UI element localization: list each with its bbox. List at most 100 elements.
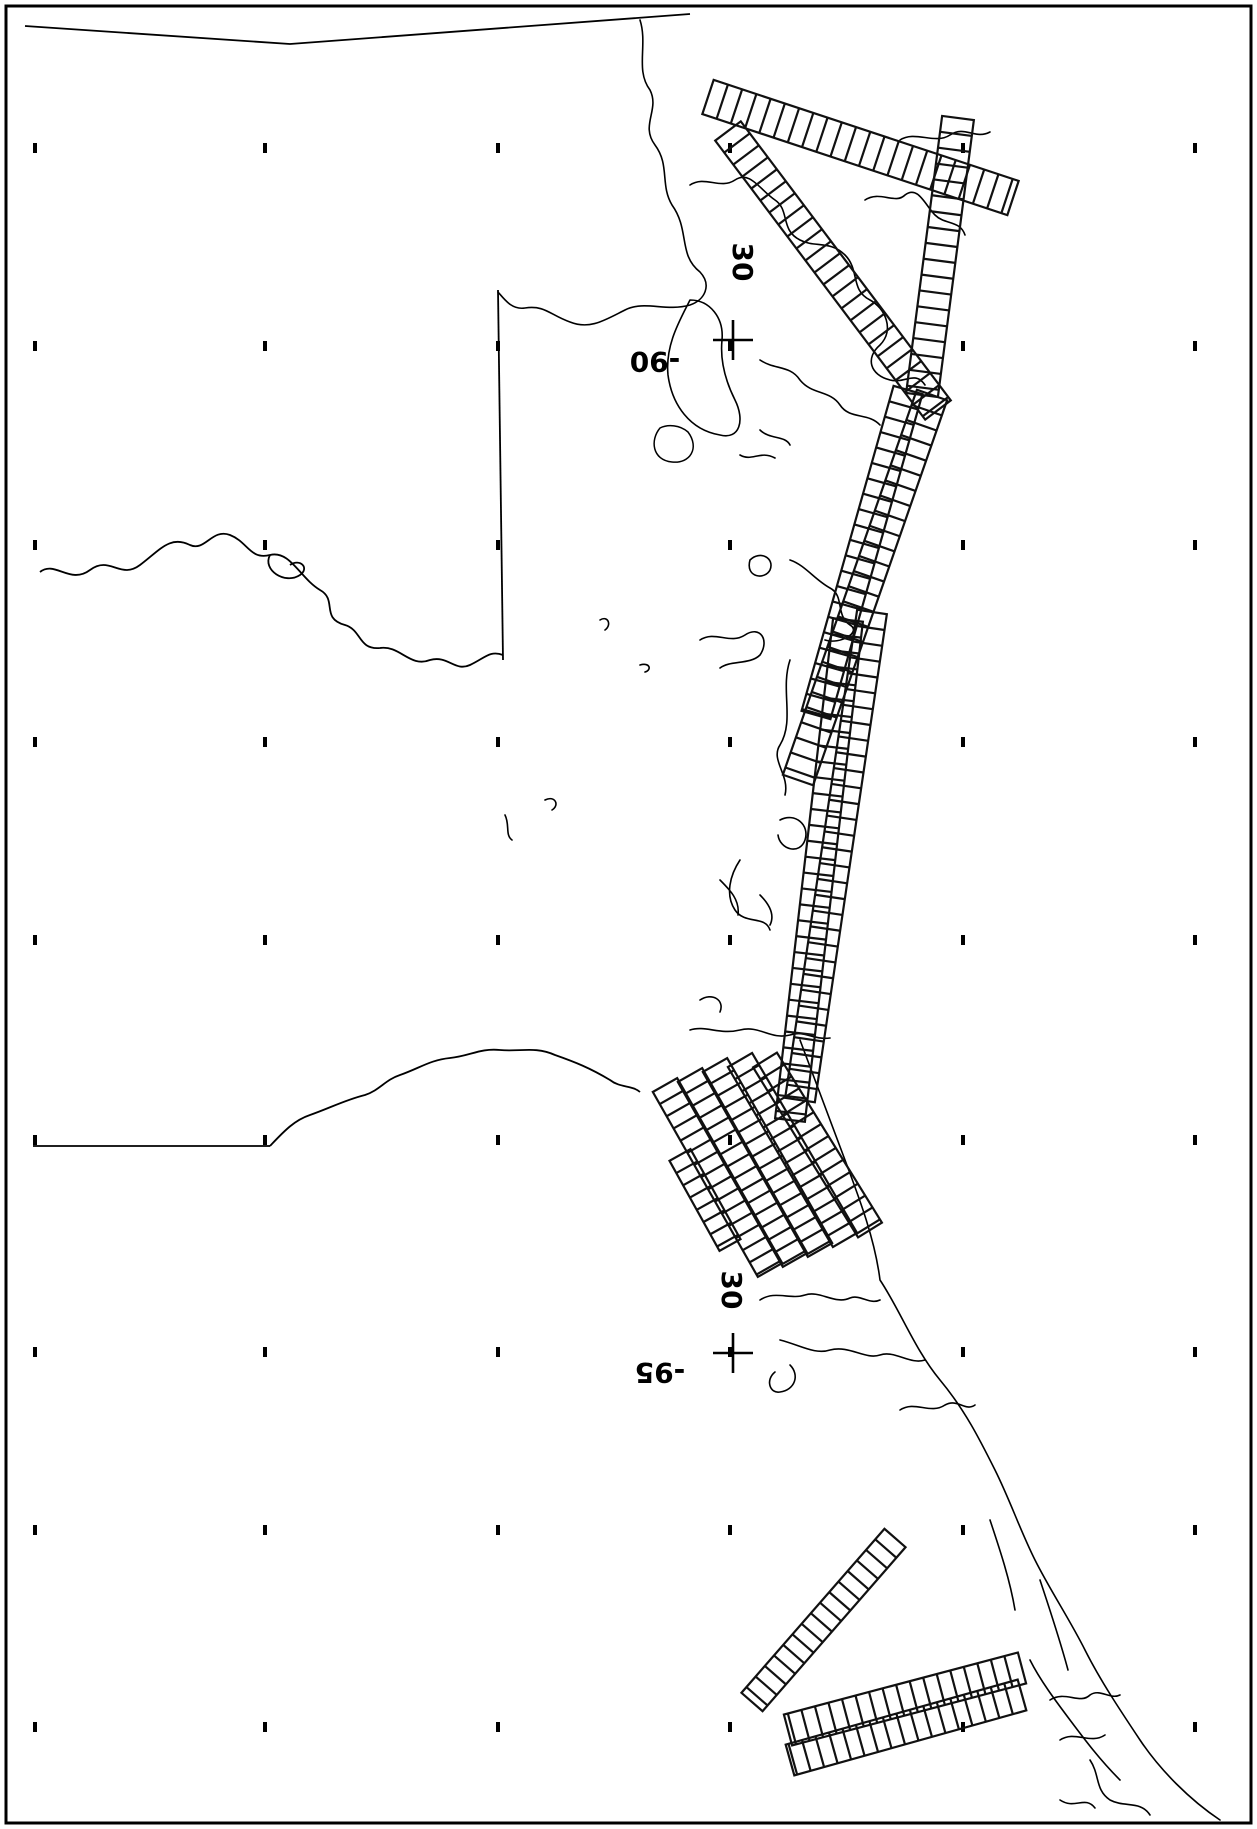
swath-cell-divider <box>962 1694 974 1726</box>
swath-cell-divider <box>829 648 860 655</box>
swath-cell-divider <box>939 130 972 138</box>
swath-cell-divider <box>935 1701 947 1734</box>
grid-tick <box>496 1722 500 1732</box>
swath-cell-divider <box>849 656 880 663</box>
swath-cell-divider <box>793 1036 824 1043</box>
swath-cell-divider <box>813 252 841 274</box>
swath-cell-divider <box>832 600 862 611</box>
swath-cell-divider <box>827 1702 838 1734</box>
swath-cell-divider <box>840 288 868 310</box>
swath-cell-divider <box>800 1709 811 1742</box>
delta-coast-3 <box>864 191 966 236</box>
swath-outline <box>800 384 924 721</box>
grid-tick <box>496 143 500 153</box>
swath-cell-divider <box>682 1172 705 1187</box>
swath-cell-divider <box>914 150 929 186</box>
bay-coast-1 <box>759 1293 881 1303</box>
swath-cell-divider <box>836 584 867 596</box>
swath-cell-divider <box>820 728 851 735</box>
swath-cell-divider <box>853 570 885 583</box>
swath-cell-divider <box>804 240 832 262</box>
barrier-island-2 <box>1029 1659 1121 1781</box>
grid-tick <box>496 540 500 550</box>
swath-cell-divider <box>796 1020 827 1027</box>
swath-cell-divider <box>788 998 819 1005</box>
swath-cell-divider <box>715 84 729 120</box>
swath <box>651 1076 784 1279</box>
swath-cell-divider <box>888 400 919 411</box>
swath-cell-divider <box>750 168 778 190</box>
swath-cell-divider <box>989 1686 1001 1719</box>
swath-cell-divider <box>880 431 910 442</box>
swath <box>676 1066 809 1269</box>
coast-east-1 <box>899 130 991 141</box>
swath-cell-divider <box>781 1062 812 1068</box>
grid-tick <box>496 1347 500 1357</box>
swath-outline <box>651 1076 784 1279</box>
swath-cell-divider <box>809 823 840 830</box>
bay-coast-4 <box>899 1402 976 1411</box>
swath-cell-divider <box>800 988 831 996</box>
reference-mark-north: 30 -90 <box>630 243 759 378</box>
swath-cell-divider <box>818 744 849 750</box>
southern-river <box>269 1048 641 1147</box>
swath-cell-divider <box>781 1099 807 1116</box>
swath-cell-divider <box>847 672 878 679</box>
swath-cell-divider <box>906 418 937 432</box>
swath-cell-divider <box>782 1644 806 1665</box>
swath-cell-divider <box>743 1130 770 1146</box>
swath-outline <box>781 388 949 787</box>
swath-cell-divider <box>796 1123 822 1140</box>
grid-tick <box>728 1525 732 1535</box>
swath-cell-divider <box>804 1185 831 1202</box>
reference-mark-south: 30 -95 <box>635 1271 753 1389</box>
swath-cell-divider <box>754 1675 778 1696</box>
swath-cell-divider <box>810 807 841 814</box>
swath-cell-divider <box>790 1160 817 1177</box>
swath-cell-divider <box>750 1142 777 1159</box>
swath-cell-divider <box>828 1591 852 1612</box>
swath-cell-divider <box>849 300 877 322</box>
swath-cell-divider <box>749 1247 775 1264</box>
grid-tick <box>961 1525 965 1535</box>
swath-cell-divider <box>745 1686 769 1707</box>
swath-cell-divider <box>867 324 895 346</box>
swath-cell-divider <box>702 1209 726 1223</box>
swath-cell-divider <box>854 624 885 632</box>
swath-cell-divider <box>742 1235 768 1252</box>
mid-coast-3 <box>699 631 765 669</box>
swath-cell-divider <box>823 631 854 642</box>
grid-tick <box>1193 1135 1197 1145</box>
grid-tick <box>961 737 965 747</box>
swath-cell-divider <box>848 585 880 598</box>
swath-cell-divider <box>689 1184 712 1199</box>
grid-ticks <box>33 143 1197 1732</box>
swath-cell-divider <box>886 140 900 176</box>
swath-cell-divider <box>933 178 966 185</box>
swath-cell-divider <box>666 1101 692 1118</box>
swath-cell-divider <box>854 523 884 534</box>
swath-cell-divider <box>900 145 915 181</box>
swath-cell-divider <box>838 735 869 742</box>
swath-cell-divider <box>840 1698 852 1731</box>
swath-cell-divider <box>862 492 893 503</box>
mid-coast-5 <box>777 816 807 850</box>
grid-tick <box>728 1135 732 1145</box>
lat-label-north: 30 <box>726 243 759 282</box>
swath-cell-divider <box>805 1239 832 1256</box>
swath-cell-divider <box>777 204 805 226</box>
swath-cell-divider <box>768 192 796 214</box>
barrier-island-1 <box>989 1519 1069 1671</box>
swath-cell-divider <box>900 434 932 447</box>
swath-cell-divider <box>837 1580 861 1601</box>
swath-cell-divider <box>786 1083 817 1091</box>
swath-cell-divider <box>825 680 856 687</box>
grid-tick <box>33 1722 37 1732</box>
swath-cell-divider <box>736 1118 763 1134</box>
swath-cell-divider <box>797 1172 824 1189</box>
swath-cell-divider <box>798 1004 829 1011</box>
swath-cell-divider <box>911 352 944 360</box>
swath-cell-divider <box>819 1209 845 1226</box>
swath-cell-divider <box>831 276 859 298</box>
grid-tick <box>263 1347 267 1357</box>
